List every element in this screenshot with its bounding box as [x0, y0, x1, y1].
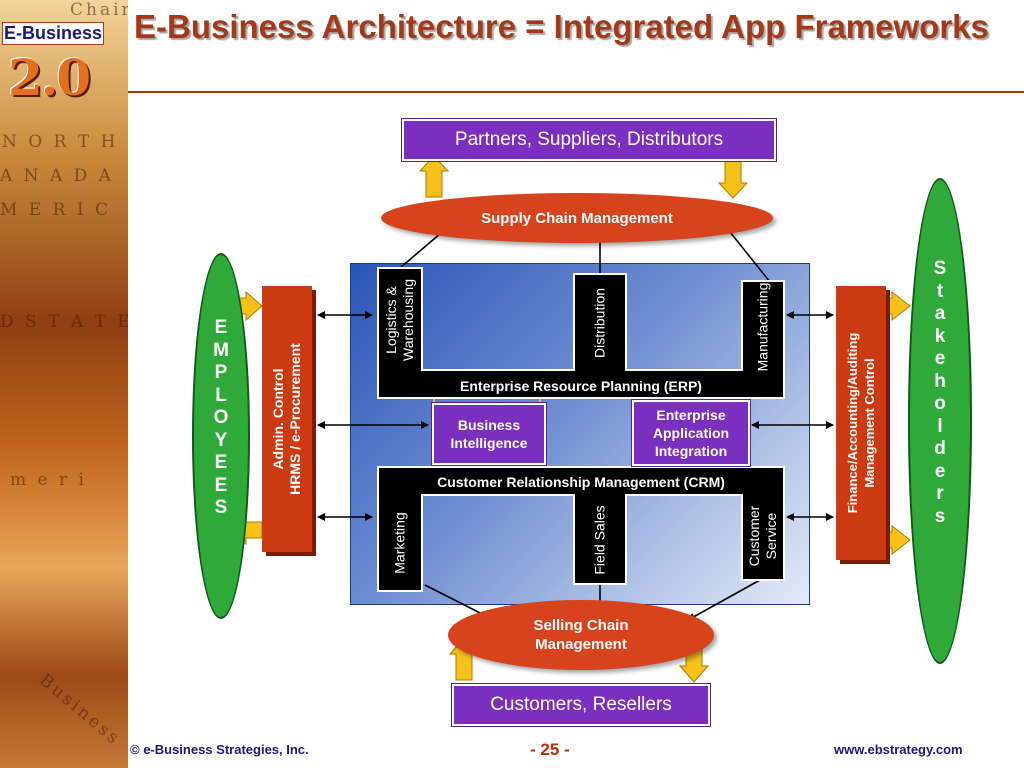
employees-letter: O — [213, 407, 229, 428]
stakeholders-ellipse: S t a k e h o l d e r s — [908, 178, 972, 664]
employees-letter: M — [213, 339, 229, 361]
yellow-arrow-down-partners — [717, 157, 749, 199]
stakeholders-letter: k — [934, 325, 946, 347]
crm-column-customer-service: Customer Service — [742, 492, 784, 580]
finance-line2: Management Control — [862, 358, 877, 488]
stakeholders-letter: l — [937, 415, 943, 437]
stakeholders-letter: d — [934, 438, 946, 459]
employees-letter: L — [215, 384, 227, 406]
sidebar-map-text: Chain — [70, 0, 128, 20]
erp-column-logistics: Logistics & Warehousing — [378, 270, 422, 370]
finance-line1: Finance/Accounting/Auditing — [845, 332, 860, 514]
yellow-arrow-up-partners — [418, 155, 450, 198]
logistics-line1: Logistics & — [383, 286, 399, 354]
employees-letter: P — [214, 362, 228, 383]
erp-column-manufacturing: Manufacturing — [742, 282, 784, 371]
stakeholders-letter: a — [934, 303, 946, 324]
field-sales-label: Field Sales — [591, 504, 608, 575]
erp-label: Enterprise Resource Planning (ERP) — [460, 378, 702, 394]
stakeholders-letter: s — [934, 505, 946, 527]
eai-box: Enterprise Application Integration — [632, 400, 750, 466]
marketing-label: Marketing — [391, 512, 408, 574]
customers-box: Customers, Resellers — [452, 684, 710, 726]
selling-chain-line1: Selling Chain — [533, 617, 629, 634]
stakeholders-letter: t — [936, 280, 944, 302]
employees-ellipse: E M P L O Y E E S — [192, 253, 250, 619]
logo-version: 2.0 — [8, 48, 91, 107]
finance-box: Finance/Accounting/Auditing Management C… — [836, 286, 886, 560]
stakeholders-letter: r — [936, 483, 944, 504]
arrow-service-to-selling — [687, 579, 761, 621]
partners-box: Partners, Suppliers, Distributors — [402, 119, 776, 161]
admin-line1: Admin. Control — [270, 368, 286, 470]
supply-chain-ellipse: Supply Chain Management — [381, 193, 773, 243]
service-line1: Customer — [746, 505, 762, 567]
crm-column-marketing: Marketing — [378, 495, 422, 591]
sidebar-map-text: N O R T H — [2, 132, 119, 152]
employees-letter: E — [214, 317, 228, 338]
admin-control-box: Admin. Control HRMS / e-Procurement — [262, 286, 312, 552]
stakeholders-letter: h — [934, 370, 946, 392]
crm-label: Customer Relationship Management (CRM) — [437, 474, 725, 490]
sidebar-map-text: A N A D A — [0, 166, 114, 186]
logo-ebusiness: E-Business — [2, 22, 104, 45]
footer-copyright: © e-Business Strategies, Inc. — [130, 742, 309, 757]
crm-column-field-sales: Field Sales — [574, 495, 626, 584]
title-divider — [128, 91, 1024, 93]
page-number: - 25 - — [530, 740, 570, 759]
stakeholders-letter: e — [934, 348, 946, 369]
sidebar-map-text: M E R I C — [0, 200, 111, 220]
sidebar-map-text: D S T A T E S — [0, 312, 128, 332]
stakeholders-letters: S t a k e h o l d e r s — [910, 180, 970, 528]
employees-letters: E M P L O Y E E S — [194, 255, 248, 520]
bi-line1: Business — [457, 417, 521, 433]
footer-url: www.ebstrategy.com — [834, 742, 963, 757]
selling-chain-ellipse: Selling Chain Management — [448, 600, 714, 670]
stakeholders-letter: S — [933, 258, 947, 279]
page-title: E-Business Architecture = Integrated App… — [134, 8, 989, 45]
eai-line1: Enterprise — [656, 407, 726, 423]
decorative-sidebar: Chain N O R T H A N A D A M E R I C D S … — [0, 0, 128, 768]
distribution-label: Distribution — [591, 287, 608, 359]
employees-letter: E — [214, 452, 228, 473]
manufacturing-label: Manufacturing — [754, 282, 771, 371]
employees-letter: Y — [214, 429, 228, 451]
erp-column-distribution: Distribution — [574, 276, 626, 370]
eai-line3: Integration — [654, 443, 728, 459]
service-line2: Service — [763, 512, 779, 560]
admin-line2: HRMS / e-Procurement — [287, 343, 303, 495]
stakeholders-letter: e — [934, 460, 946, 482]
selling-chain-line2: Management — [535, 636, 627, 653]
sidebar-map-text: m e r i — [10, 470, 87, 490]
business-intelligence-box: Business Intelligence — [432, 403, 546, 465]
stakeholders-letter: o — [934, 393, 946, 414]
employees-letter: E — [214, 474, 228, 496]
logistics-line2: Warehousing — [400, 279, 416, 361]
employees-letter: S — [214, 497, 228, 518]
bi-line2: Intelligence — [450, 435, 528, 451]
eai-line2: Application — [652, 425, 730, 441]
